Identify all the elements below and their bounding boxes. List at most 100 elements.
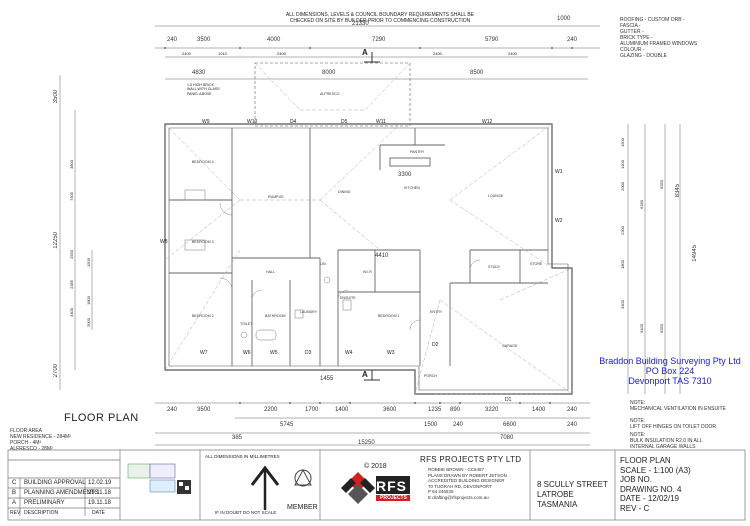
tb-drawing: DRAWING NO. 4 bbox=[620, 484, 682, 494]
dim-right-inner-2: 2000 bbox=[620, 182, 625, 191]
header-note-line-2: CHECKED ON SITE BY BUILDER PRIOR TO COMM… bbox=[289, 18, 471, 24]
dim-left-mid-1: 7305 bbox=[69, 192, 74, 201]
dim-bottom-2-1: 1500 bbox=[424, 422, 438, 428]
note-ventilation: NOTE: MECHANICAL VENTILATION IN ENSUITE bbox=[630, 400, 726, 412]
accreditation-badge-icon bbox=[127, 463, 151, 479]
dim-left-inner-2: 1800 bbox=[86, 296, 91, 305]
tb-date: DATE - 12/02/19 bbox=[620, 494, 679, 503]
surveyor-line: Braddon Building Surveying Pty Ltd bbox=[599, 356, 741, 366]
section-marker-bottom: A bbox=[362, 370, 368, 379]
dim-top-2-0: 2400 bbox=[182, 51, 191, 56]
label-w1: W1 bbox=[555, 169, 563, 175]
dim-bottom-2-2: 240 bbox=[453, 422, 464, 428]
dim-top-3-0: 4830 bbox=[192, 70, 206, 76]
roofing-spec: ROOFING - CUSTOM ORB - FASCIA - GUTTER -… bbox=[620, 17, 697, 59]
roofing-spec-line: FASCIA - bbox=[620, 23, 641, 29]
dim-right-outer-1: 14945 bbox=[692, 245, 698, 262]
rev-header-desc: DESCRIPTION bbox=[24, 510, 59, 516]
label-w11: W11 bbox=[376, 119, 386, 125]
label-w6: W6 bbox=[243, 350, 251, 356]
north-footer: IF IN DOUBT DO NOT SCALE bbox=[215, 510, 277, 515]
address-line: 8 SCULLY STREET bbox=[537, 480, 608, 489]
room-store: STORE bbox=[530, 262, 543, 266]
dim-left-mid-3: 2385 bbox=[69, 280, 74, 289]
company-line: P 64 246535 bbox=[428, 489, 454, 495]
dim-left-inner-0: 1500 bbox=[86, 258, 91, 267]
label-d3: D3 bbox=[305, 350, 312, 356]
note-line: MECHANICAL VENTILATION IN ENSUITE bbox=[630, 406, 726, 412]
member-label: MEMBER bbox=[287, 504, 318, 511]
note-line: BULK INSULATION R2.0 IN ALL bbox=[630, 438, 703, 444]
rev-c-desc: BUILDING APPROVAL bbox=[24, 480, 86, 486]
roofing-spec-line: COLOUR - bbox=[620, 47, 645, 53]
label-w10: W10 bbox=[247, 119, 258, 125]
dim-right-outer-0: 8345 bbox=[675, 184, 681, 198]
roofing-spec-line: GUTTER - bbox=[620, 29, 644, 35]
room-ensuite: ENSUITE bbox=[340, 296, 356, 300]
rev-c-date: 12.02.19 bbox=[88, 480, 112, 486]
label-w3: W3 bbox=[387, 350, 395, 356]
address-line: TASMANIA bbox=[537, 500, 578, 509]
copyright: © 2018 bbox=[364, 463, 387, 470]
room-bedroom-2: BEDROOM 2 bbox=[192, 314, 214, 318]
label-w9: W9 bbox=[202, 119, 210, 125]
company-line: ACCREDITED BUILDING DESIGNER bbox=[428, 478, 505, 484]
dim-left-mid-2: 2550 bbox=[69, 250, 74, 259]
building-designers-badge-icon bbox=[149, 463, 176, 479]
dim-bottom-3-0: 385 bbox=[232, 435, 243, 441]
rev-b-id: B bbox=[12, 490, 17, 496]
rev-c-id: C bbox=[12, 480, 17, 486]
dim-top-1-5: 240 bbox=[567, 37, 578, 43]
room-bedroom-3: BEDROOM 3 bbox=[192, 240, 214, 244]
room-dining: DINING bbox=[338, 190, 351, 194]
room-pantry: PANTRY bbox=[410, 150, 425, 154]
dim-top-2-1: 1010 bbox=[218, 51, 227, 56]
dim-bottom-1-6: 1235 bbox=[428, 407, 442, 413]
dim-left-outer-1: 12250 bbox=[53, 232, 59, 249]
dim-top-1-0: 240 bbox=[167, 37, 178, 43]
label-d2: D2 bbox=[432, 342, 439, 348]
surveyor-stamp: Braddon Building Surveying Pty Ltd PO Bo… bbox=[595, 356, 745, 386]
surveyor-line: PO Box 224 bbox=[645, 366, 695, 376]
dim-3300: 3300 bbox=[398, 172, 412, 178]
company-line: ROBBIE BROWN - CC6487 bbox=[428, 467, 485, 472]
rev-a-id: A bbox=[12, 500, 17, 506]
tb-scale: SCALE - 1:100 (A3) bbox=[620, 465, 691, 475]
gov-badge-icon bbox=[149, 479, 176, 493]
roofing-spec-line: ALUMINIUM FRAMED WINDOWS bbox=[620, 41, 698, 47]
dim-top-1-1: 3500 bbox=[197, 37, 211, 43]
company-name: RFS PROJECTS PTY LTD bbox=[420, 455, 522, 464]
note-line: NOTE: bbox=[630, 400, 646, 406]
label-w4: W4 bbox=[345, 350, 353, 356]
dim-bottom-2-0: 5745 bbox=[280, 422, 294, 428]
label-w12: W12 bbox=[482, 119, 493, 125]
house-outer-wall bbox=[164, 123, 573, 395]
header-note: ALL DIMENSIONS, LEVELS & COUNCIL BOUNDAR… bbox=[270, 12, 490, 24]
rev-a-desc: PRELIMINARY bbox=[24, 500, 65, 506]
room-garage: GARAGE bbox=[502, 344, 518, 348]
north-heading: ALL DIMENSIONS IN MILLIMETRES bbox=[205, 454, 280, 459]
rfs-logo-text: RFS bbox=[376, 478, 407, 494]
dim-top-2-4: 2400 bbox=[508, 51, 517, 56]
room-bedroom-1: BEDROOM 1 bbox=[378, 314, 400, 318]
label-w5: W5 bbox=[270, 350, 278, 356]
dim-bottom-1-0: 240 bbox=[167, 407, 178, 413]
dim-bottom-1-1: 3500 bbox=[197, 407, 211, 413]
dim-top-1000: 1000 bbox=[557, 16, 571, 22]
floor-area-line: ALFRESCO - 28M² bbox=[10, 446, 53, 452]
room-entry: ENTRY bbox=[430, 310, 443, 314]
plan-title: FLOOR PLAN bbox=[64, 412, 139, 424]
dim-top-1-3: 7290 bbox=[372, 37, 386, 43]
company-details: ROBBIE BROWN - CC6487 PLANS DRAWN BY ROB… bbox=[428, 467, 507, 501]
dim-bottom-2-4: 240 bbox=[567, 422, 578, 428]
dim-right-inner-7: 6100 bbox=[639, 324, 644, 333]
dim-right-mid-1: 6350 bbox=[659, 324, 664, 333]
company-line: E drafting@rfsprojects.com.au bbox=[428, 494, 489, 500]
dim-right-inner-3: 2300 bbox=[620, 226, 625, 235]
house-inner-wall bbox=[168, 127, 569, 391]
dim-right-mid-0: 6350 bbox=[659, 180, 664, 189]
dim-left-outer-2: 2700 bbox=[53, 364, 59, 378]
dim-bottom-1-4: 1400 bbox=[335, 407, 349, 413]
rev-header-date: DATE bbox=[92, 510, 105, 516]
